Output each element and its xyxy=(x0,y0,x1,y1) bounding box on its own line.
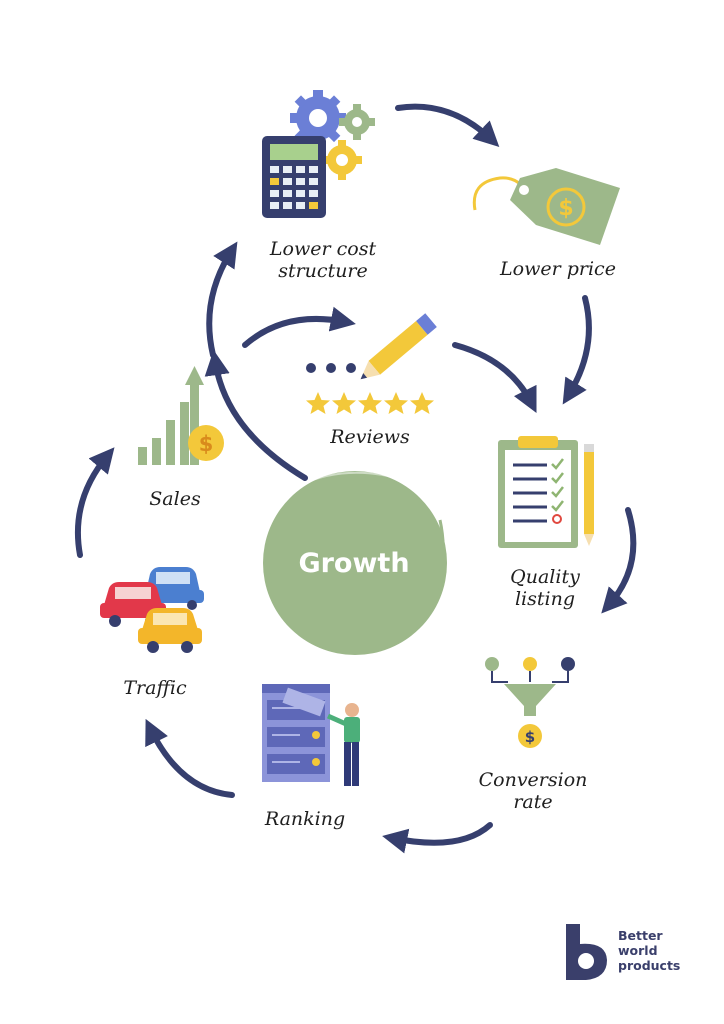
label-line: structure xyxy=(278,260,368,282)
arrow-branch-to-reviews xyxy=(242,306,356,348)
sales-chart-icon: $ xyxy=(138,366,224,465)
arrow-ranking-to-traffic xyxy=(145,718,235,798)
label-line: listing xyxy=(514,588,575,610)
arrow-price-to-quality xyxy=(562,295,592,405)
label-lower-price: Lower price xyxy=(500,258,616,280)
svg-text:$: $ xyxy=(525,728,535,746)
arrow-traffic-to-sales xyxy=(74,447,115,558)
calculator-gears-icon xyxy=(262,90,375,218)
label-line: Lower cost xyxy=(269,238,377,260)
growth-blob xyxy=(263,471,447,655)
label-conversion-rate: Conversion rate xyxy=(458,769,608,813)
brand-line: world xyxy=(618,943,658,958)
car-red-icon xyxy=(100,582,166,627)
cars-icon xyxy=(100,567,204,653)
label-line: Conversion xyxy=(478,769,588,791)
arrow-growth-to-cost xyxy=(204,350,308,481)
clipboard-checklist-icon xyxy=(498,436,594,548)
gear-green-icon xyxy=(339,104,375,140)
label-sales: Sales xyxy=(149,488,201,510)
brand-line: Better xyxy=(618,928,663,943)
arrow-reviews-to-quality xyxy=(452,342,537,414)
brand-name: Better world products xyxy=(618,928,680,973)
cycle-arrows xyxy=(74,103,637,854)
arrow-cost-to-price xyxy=(395,103,500,147)
brand-line: products xyxy=(618,958,681,973)
pencil-stars-icon xyxy=(306,313,437,414)
gear-yellow-icon xyxy=(322,140,362,180)
b-logo-icon xyxy=(566,924,607,980)
person-icon xyxy=(326,703,360,786)
car-yellow-icon xyxy=(138,608,202,653)
svg-text:$: $ xyxy=(558,196,573,221)
label-line: rate xyxy=(513,791,553,813)
label-quality-listing: Quality listing xyxy=(480,566,610,610)
funnel-dollar-icon: $ xyxy=(485,657,575,748)
label-line: Quality xyxy=(510,566,580,588)
label-lower-cost-structure: Lower cost structure xyxy=(248,238,398,282)
label-reviews: Reviews xyxy=(330,426,410,448)
label-ranking: Ranking xyxy=(264,808,346,830)
svg-text:$: $ xyxy=(199,432,214,456)
ranking-board-icon xyxy=(262,684,360,786)
price-tag-icon: $ xyxy=(472,168,620,245)
growth-center-label: Growth xyxy=(298,548,410,579)
arrow-conversion-to-ranking xyxy=(382,822,493,854)
arrow-quality-to-conversion xyxy=(601,507,637,614)
arrow-sales-to-cost xyxy=(206,241,238,358)
label-traffic: Traffic xyxy=(123,677,187,699)
